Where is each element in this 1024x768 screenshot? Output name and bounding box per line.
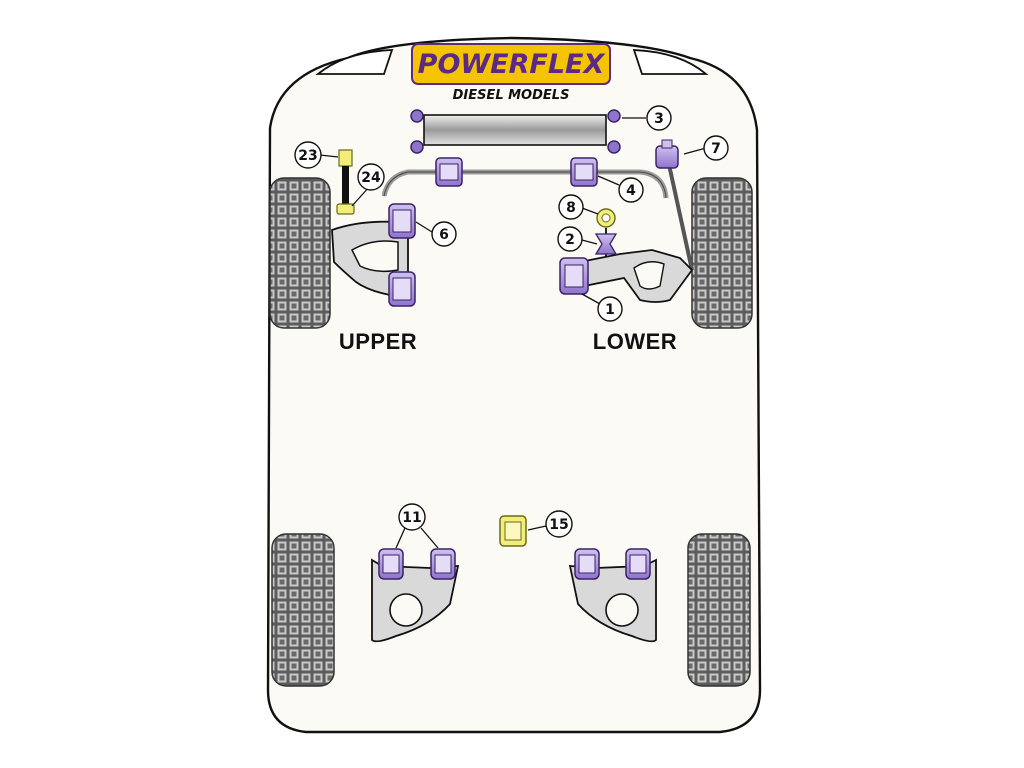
callout-11: 11 xyxy=(398,503,426,531)
yellow-bush xyxy=(499,515,527,547)
upper-label: UPPER xyxy=(339,329,417,354)
left-headlamp xyxy=(315,49,394,75)
callout-24: 24 xyxy=(357,163,385,191)
subframe-bar xyxy=(410,109,621,154)
svg-text:15: 15 xyxy=(549,517,568,533)
svg-text:4: 4 xyxy=(626,183,636,199)
rear-arm-bush-right-1 xyxy=(574,548,600,580)
rear-arm-bush-left-2 xyxy=(430,548,456,580)
rear-trailing-arm-left xyxy=(371,558,460,643)
lower-label: LOWER xyxy=(593,329,677,354)
svg-text:7: 7 xyxy=(711,141,721,157)
powerflex-logo: POWERFLEX xyxy=(411,43,611,85)
svg-text:11: 11 xyxy=(402,510,421,526)
callout-3: 3 xyxy=(646,105,672,131)
washer-bush xyxy=(596,208,616,228)
rear-left-tyre xyxy=(271,533,335,687)
diesel-models-subtitle: DIESEL MODELS xyxy=(453,88,570,103)
drop-link xyxy=(666,159,694,271)
callout-4: 4 xyxy=(618,177,644,203)
lower-arm-bush xyxy=(559,257,589,295)
svg-text:1: 1 xyxy=(605,302,615,318)
leader-lines xyxy=(319,117,707,549)
rear-arm-bush-right-2 xyxy=(625,548,651,580)
svg-text:2: 2 xyxy=(565,232,575,248)
front-right-tyre xyxy=(691,177,753,329)
svg-text:POWERFLEX: POWERFLEX xyxy=(418,49,606,80)
callout-1: 1 xyxy=(597,296,623,322)
callout-15: 15 xyxy=(545,510,573,538)
upper-arm-bush-front xyxy=(388,203,416,239)
right-headlamp xyxy=(632,49,709,75)
conical-bush xyxy=(594,228,618,256)
svg-text:6: 6 xyxy=(439,227,449,243)
callout-2: 2 xyxy=(557,226,583,252)
upper-arm-bush-rear xyxy=(388,271,416,307)
svg-text:3: 3 xyxy=(654,111,664,127)
rear-trailing-arm-right xyxy=(568,558,657,643)
callout-8: 8 xyxy=(558,194,584,220)
anti-roll-bar-bush-left xyxy=(435,157,463,187)
callout-23: 23 xyxy=(294,141,322,169)
callout-6: 6 xyxy=(431,221,457,247)
bump-stop xyxy=(336,149,355,215)
rear-right-tyre xyxy=(687,533,751,687)
svg-text:23: 23 xyxy=(298,148,317,164)
front-left-tyre xyxy=(269,177,331,329)
drop-link-bush xyxy=(655,139,679,169)
callout-7: 7 xyxy=(703,135,729,161)
svg-text:24: 24 xyxy=(361,170,381,186)
anti-roll-bar-bush-right xyxy=(570,157,598,187)
svg-text:8: 8 xyxy=(566,200,576,216)
rear-arm-bush-left-1 xyxy=(378,548,404,580)
